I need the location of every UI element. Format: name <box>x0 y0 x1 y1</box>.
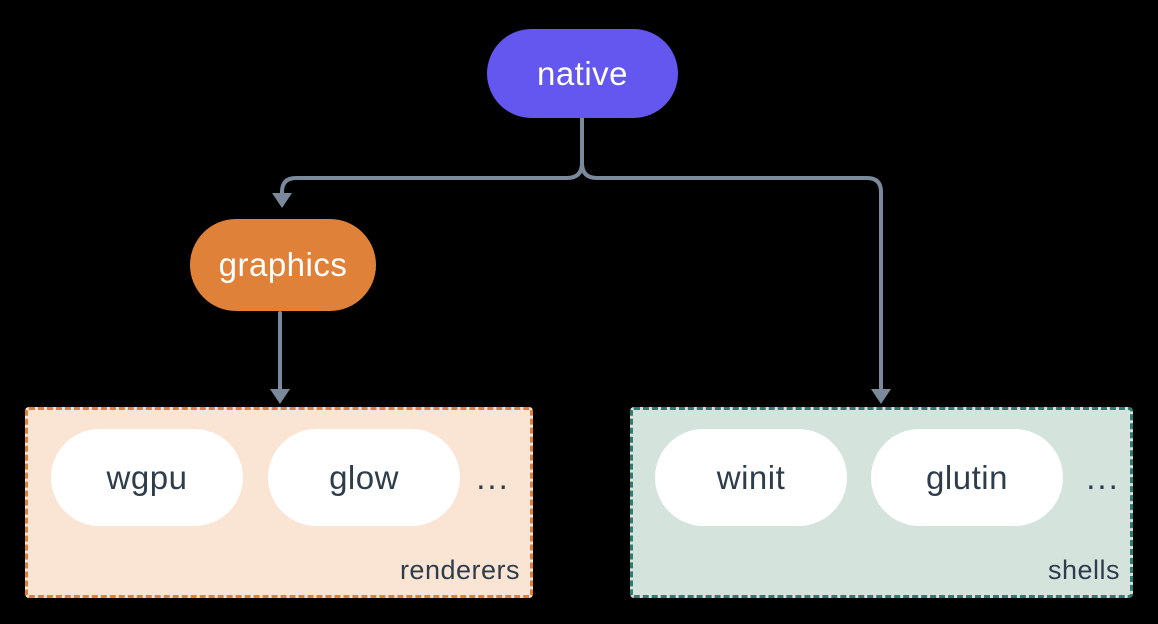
renderers-ellipsis: ... <box>476 458 510 496</box>
node-winit-label: winit <box>716 458 786 496</box>
node-native-label: native <box>536 54 629 92</box>
group-renderers: wgpu glow ... renderers <box>25 407 533 598</box>
node-wgpu-label: wgpu <box>106 458 188 496</box>
node-glutin: glutin <box>871 429 1063 526</box>
node-graphics-label: graphics <box>218 246 348 283</box>
node-wgpu: wgpu <box>51 429 243 526</box>
edge-native-to-graphics <box>280 161 584 195</box>
arrowhead-renderers <box>270 389 290 404</box>
node-glutin-label: glutin <box>926 458 1008 496</box>
node-glow-label: glow <box>329 458 399 496</box>
edge-native-to-shells <box>580 161 883 390</box>
group-shells: winit glutin ... shells <box>630 407 1133 598</box>
group-renderers-label: renderers <box>399 555 520 585</box>
arrowhead-graphics <box>272 193 292 208</box>
arrowhead-shells <box>871 389 891 404</box>
node-winit: winit <box>655 429 847 526</box>
node-native: native <box>487 29 678 118</box>
node-graphics: graphics <box>190 219 376 311</box>
shells-ellipsis: ... <box>1086 458 1120 496</box>
node-glow: glow <box>268 429 460 526</box>
group-shells-label: shells <box>1047 555 1120 585</box>
